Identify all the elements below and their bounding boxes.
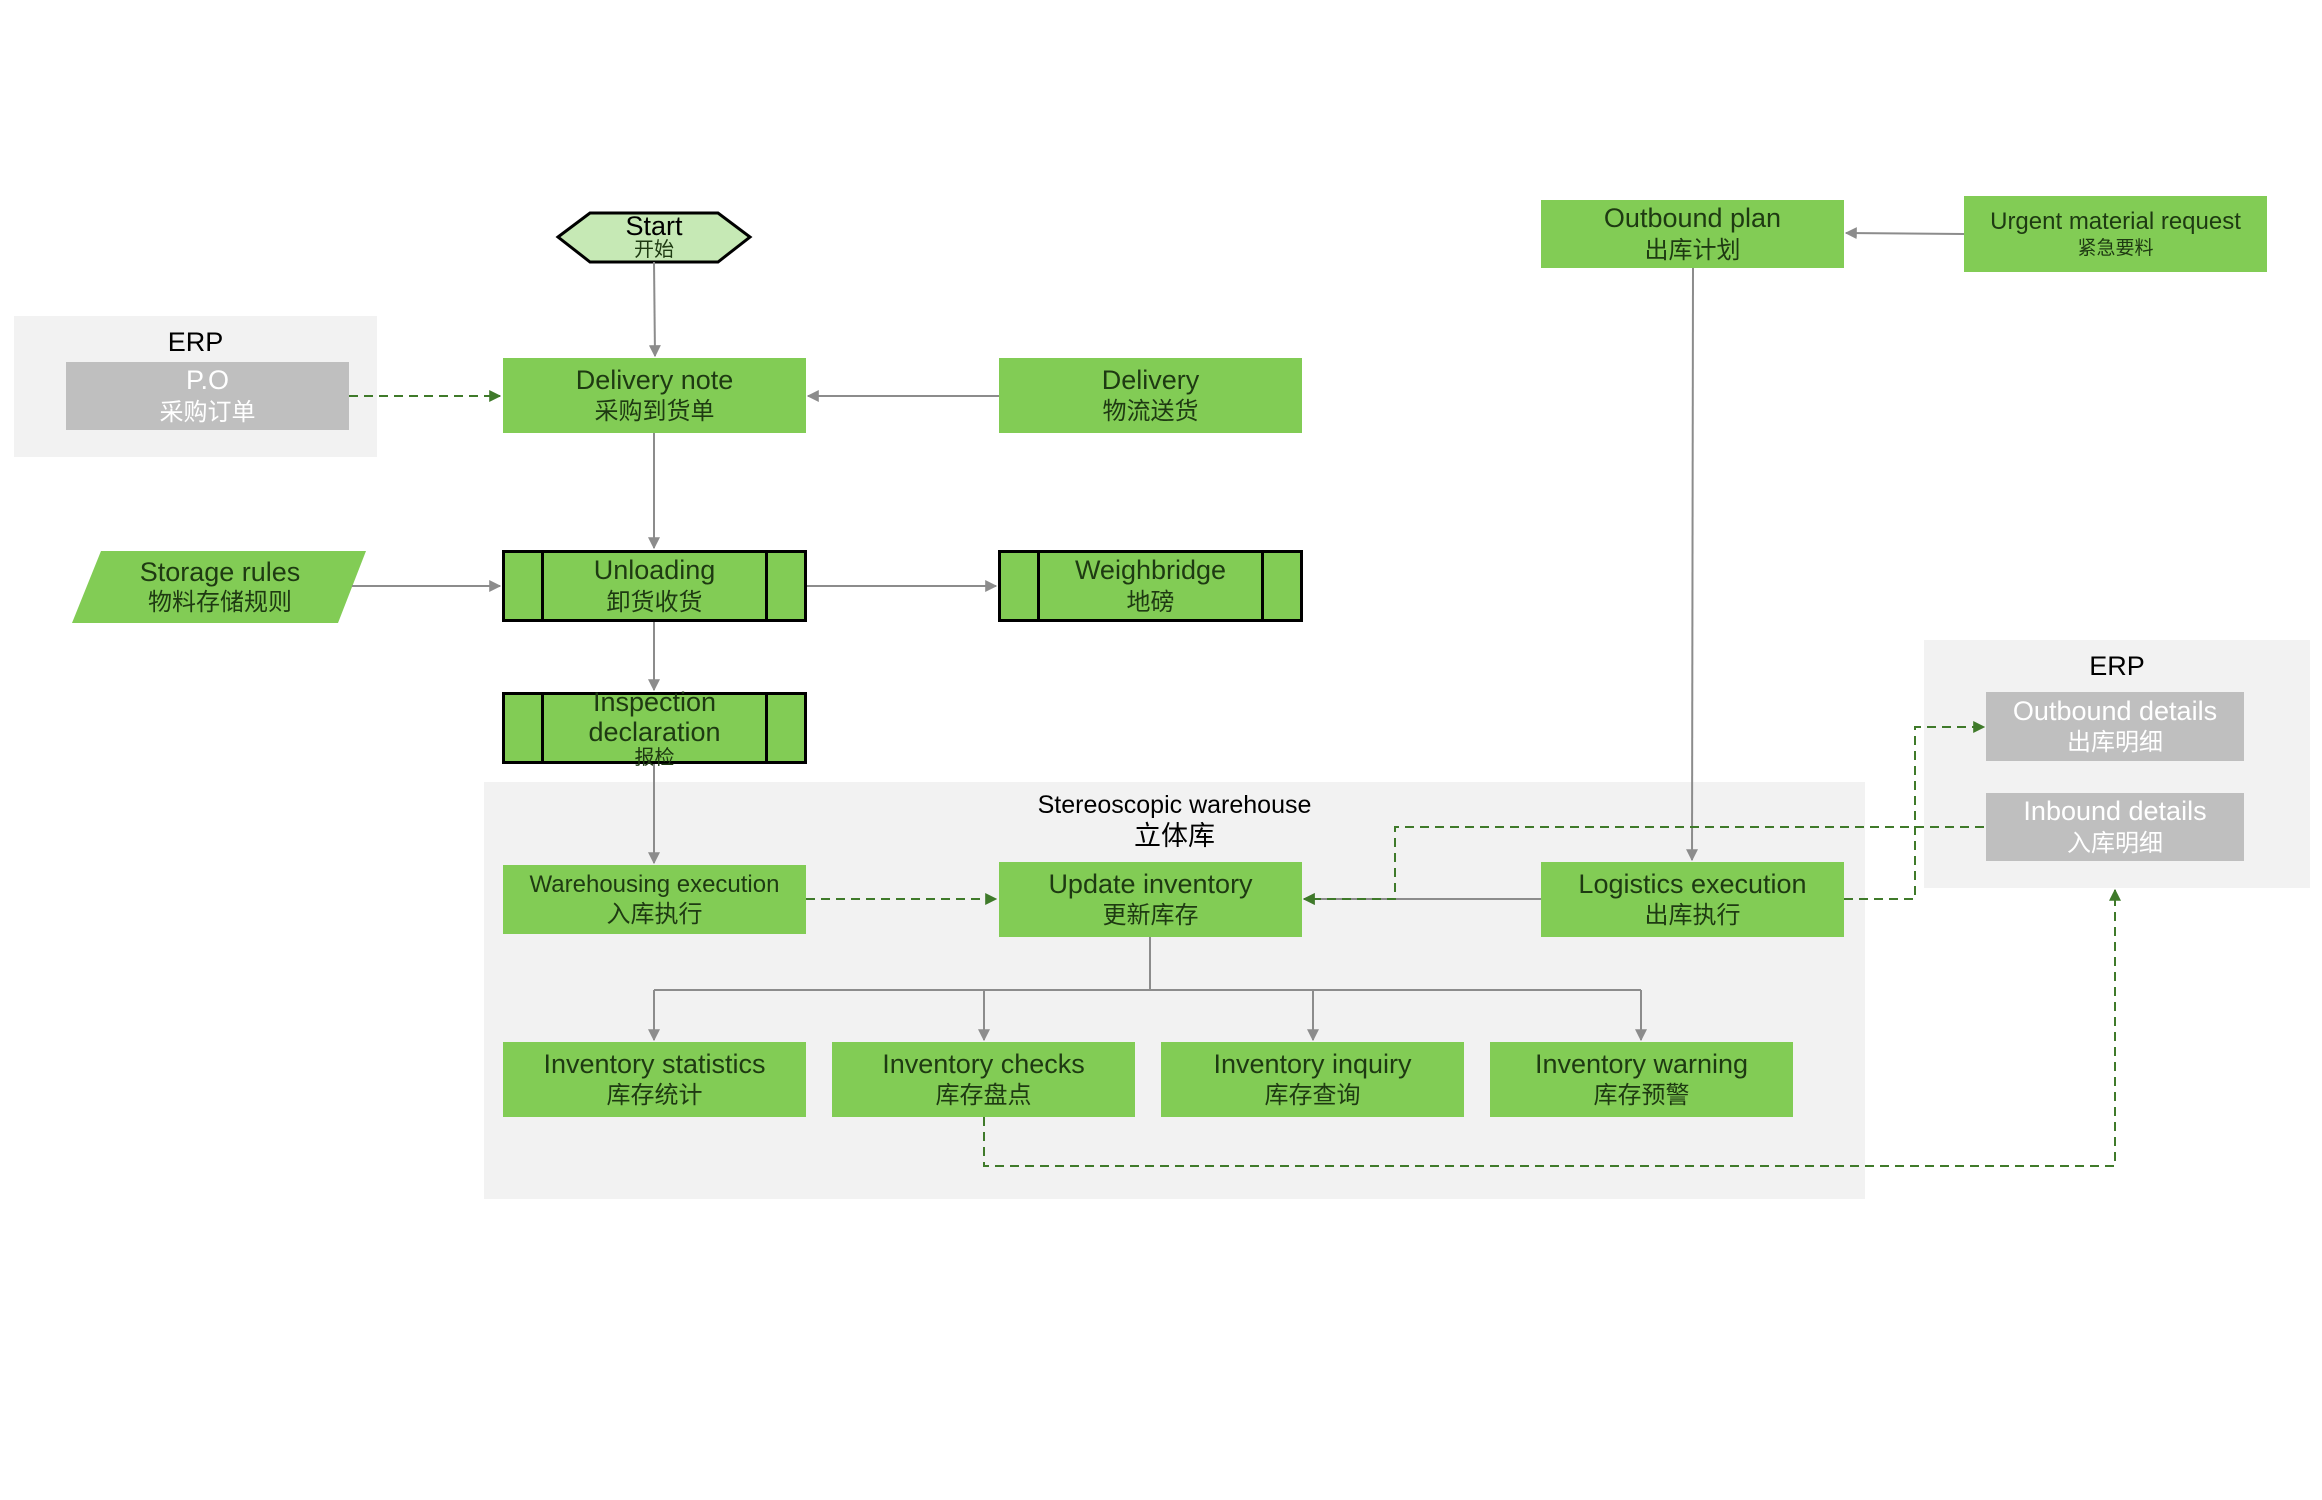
inspection-label-zh: 报检: [634, 746, 675, 769]
erp-right-title: ERP: [2089, 651, 2145, 681]
delivery-note-label-zh: 采购到货单: [594, 398, 715, 426]
outbound-details-label-en: Outbound details: [2012, 695, 2218, 726]
weighbridge-label-en: Weighbridge: [1074, 555, 1227, 586]
warehouse-title-en: Stereoscopic warehouse: [1037, 791, 1312, 819]
inventory-checks-node[interactable]: Inventory checks 库存盘点: [832, 1042, 1135, 1117]
warehousing-execution-label-en: Warehousing execution: [529, 870, 780, 898]
urgent-request-label-zh: 紧急要料: [2077, 238, 2154, 260]
logistics-execution-label-zh: 出库执行: [1644, 902, 1741, 930]
inspection-label-en2: declaration: [588, 717, 721, 747]
inventory-warning-label-en: Inventory warning: [1534, 1048, 1749, 1079]
unloading-label-zh: 卸货收货: [606, 588, 703, 616]
outbound-details-label-zh: 出库明细: [2067, 729, 2163, 757]
weighbridge-label-zh: 地磅: [1126, 588, 1175, 616]
start-label-en: Start: [625, 210, 683, 241]
delivery-note-label-en: Delivery note: [575, 364, 734, 395]
inbound-details-label-en: Inbound details: [2023, 796, 2207, 827]
storage-rules-label-en: Storage rules: [139, 557, 301, 588]
inventory-statistics-label-en: Inventory statistics: [543, 1048, 766, 1079]
urgent-request-node[interactable]: Urgent material request 紧急要料: [1964, 196, 2267, 272]
delivery-label-en: Delivery: [1101, 364, 1200, 395]
inventory-inquiry-label-zh: 库存查询: [1264, 1082, 1361, 1110]
inventory-checks-label-zh: 库存盘点: [935, 1082, 1032, 1110]
delivery-note-node[interactable]: Delivery note 采购到货单: [503, 358, 806, 433]
inventory-warning-label-zh: 库存预警: [1593, 1082, 1690, 1110]
start-label: Start 开始: [558, 210, 750, 262]
warehousing-execution-label-zh: 入库执行: [606, 900, 703, 928]
inventory-checks-label-en: Inventory checks: [882, 1048, 1085, 1079]
inventory-inquiry-node[interactable]: Inventory inquiry 库存查询: [1161, 1042, 1464, 1117]
urgent-request-label-en: Urgent material request: [1990, 208, 2241, 236]
start-hexagon[interactable]: [555, 211, 753, 264]
po-node[interactable]: P.O 采购订单: [66, 362, 349, 430]
delivery-label-zh: 物流送货: [1102, 398, 1199, 426]
po-label-zh: 采购订单: [159, 398, 256, 426]
outbound-plan-label-en: Outbound plan: [1603, 203, 1782, 234]
outbound-details-node[interactable]: Outbound details 出库明细: [1986, 692, 2244, 761]
inventory-warning-node[interactable]: Inventory warning 库存预警: [1490, 1042, 1793, 1117]
storage-rules-parallelogram[interactable]: [72, 551, 366, 623]
erp-left-title: ERP: [167, 327, 224, 357]
inventory-inquiry-label-en: Inventory inquiry: [1213, 1048, 1412, 1079]
update-inventory-label-en: Update inventory: [1048, 868, 1253, 899]
update-inventory-node[interactable]: Update inventory 更新库存: [999, 862, 1302, 937]
unloading-label-en: Unloading: [593, 555, 716, 586]
inventory-statistics-node[interactable]: Inventory statistics 库存统计: [503, 1042, 806, 1117]
storage-rules-label: Storage rules 物料存储规则: [90, 551, 350, 623]
inbound-details-label-zh: 入库明细: [2067, 829, 2163, 857]
start-label-zh: 开始: [634, 238, 674, 261]
warehouse-title: Stereoscopic warehouse 立体库: [484, 790, 1865, 852]
warehouse-title-zh: 立体库: [1134, 821, 1215, 851]
inspection-node[interactable]: Inspection declaration 报检: [502, 688, 807, 768]
delivery-node[interactable]: Delivery 物流送货: [999, 358, 1302, 433]
logistics-execution-node[interactable]: Logistics execution 出库执行: [1541, 862, 1844, 937]
inbound-details-node[interactable]: Inbound details 入库明细: [1986, 793, 2244, 861]
inspection-label-en1: Inspection: [592, 687, 717, 718]
storage-rules-label-zh: 物料存储规则: [148, 588, 292, 616]
unloading-node[interactable]: Unloading 卸货收货: [502, 550, 807, 622]
weighbridge-node[interactable]: Weighbridge 地磅: [998, 550, 1303, 622]
po-label-en: P.O: [185, 365, 230, 396]
update-inventory-label-zh: 更新库存: [1102, 902, 1199, 930]
warehousing-execution-node[interactable]: Warehousing execution 入库执行: [503, 865, 806, 934]
outbound-plan-label-zh: 出库计划: [1644, 236, 1741, 264]
logistics-execution-label-en: Logistics execution: [1578, 868, 1807, 899]
outbound-plan-node[interactable]: Outbound plan 出库计划: [1541, 200, 1844, 268]
inventory-statistics-label-zh: 库存统计: [606, 1082, 703, 1110]
